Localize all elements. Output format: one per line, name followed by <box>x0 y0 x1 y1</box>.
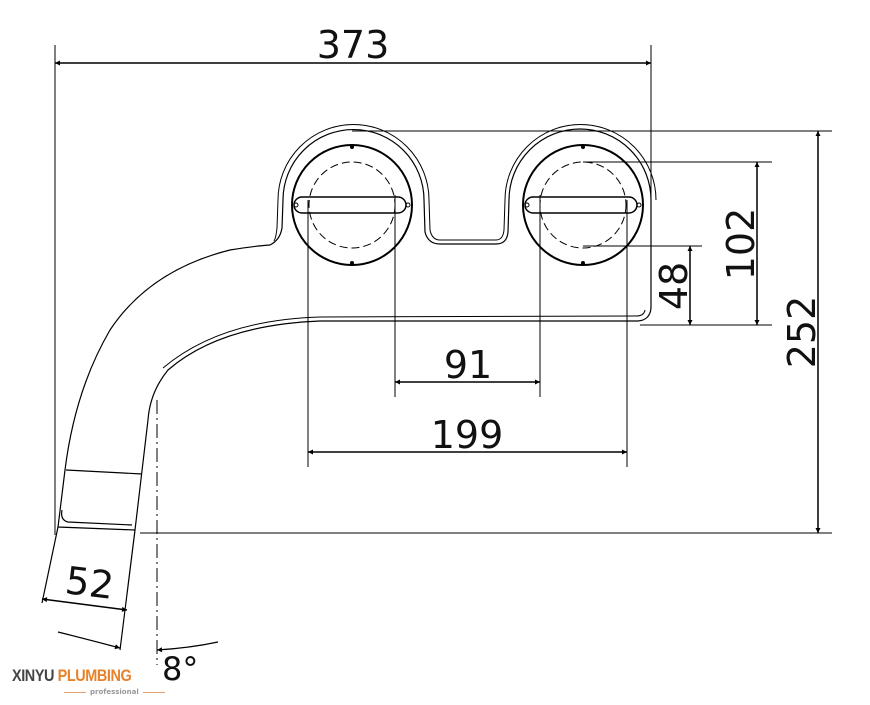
handle-left <box>291 144 413 266</box>
handle-right <box>522 144 644 266</box>
dimension-lines <box>41 60 821 653</box>
dim-text-199: 199 <box>431 413 504 457</box>
dim-text-373: 373 <box>317 23 390 67</box>
brand-logo: XINYU PLUMBING professional <box>12 666 152 702</box>
logo-tagline: professional <box>60 688 169 697</box>
faucet-body <box>41 124 657 651</box>
logo-brand-a: XINYU <box>12 666 55 685</box>
dim-text-252: 252 <box>780 296 824 369</box>
dim-text-8deg: 8° <box>162 650 198 688</box>
dim-text-91: 91 <box>444 343 492 387</box>
angle-arc-right <box>156 641 219 653</box>
dim-text-52: 52 <box>63 558 116 608</box>
dim-text-48: 48 <box>652 262 696 310</box>
dim-line-52 <box>41 597 128 612</box>
logo-brand-b: PLUMBING <box>57 666 132 685</box>
angle-arc-left <box>57 631 121 650</box>
dim-text-102: 102 <box>719 208 763 281</box>
